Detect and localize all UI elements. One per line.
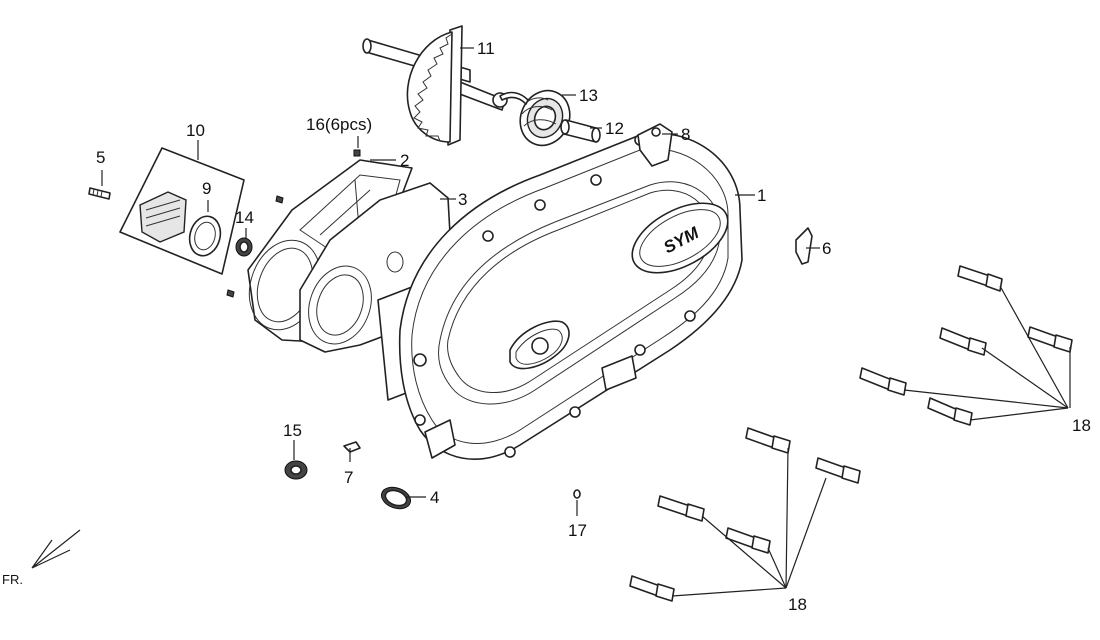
oil-seal-4 — [380, 486, 412, 510]
label-17: 17 — [568, 521, 587, 540]
washer-14 — [235, 237, 253, 257]
label-6: 6 — [822, 239, 831, 258]
label-5: 5 — [96, 148, 105, 167]
pin-5 — [88, 187, 111, 200]
clip-7 — [343, 441, 361, 453]
label-10: 10 — [186, 121, 205, 140]
dowel-pins-16 — [226, 149, 361, 298]
label-16: 16(6pcs) — [306, 115, 372, 134]
kick-spring — [499, 89, 571, 147]
o-ring-17 — [573, 489, 581, 499]
leader-lines — [101, 47, 1071, 597]
driven-gear-box — [119, 147, 245, 275]
transmission-cover: SYM — [377, 132, 743, 460]
label-11: 11 — [477, 39, 495, 58]
bolt — [815, 457, 861, 484]
label-12: 12 — [605, 119, 624, 138]
seal-15 — [284, 460, 308, 480]
label-3: 3 — [458, 190, 467, 209]
label-14: 14 — [235, 208, 254, 227]
bolt — [957, 265, 1003, 292]
label-7: 7 — [344, 468, 353, 487]
label-18-bottom: 18 — [788, 595, 807, 614]
part-labels: 1 2 3 4 5 6 7 8 9 10 11 12 13 14 15 16(6… — [96, 39, 1091, 614]
clip-6 — [795, 227, 813, 265]
label-18-right: 18 — [1072, 416, 1091, 435]
bolts-18-bottom — [629, 427, 861, 602]
kick-starter-gear — [406, 25, 463, 146]
label-2: 2 — [400, 151, 409, 170]
bolts-18-right — [859, 265, 1073, 426]
bolt — [1027, 326, 1073, 353]
bolt — [657, 495, 705, 522]
label-4: 4 — [430, 488, 439, 507]
bolt — [725, 527, 771, 554]
shaft-bush — [560, 119, 601, 143]
direction-label: FR. — [2, 572, 23, 587]
label-13: 13 — [579, 86, 598, 105]
label-9: 9 — [202, 179, 211, 198]
bolt — [629, 575, 675, 602]
label-15: 15 — [283, 421, 302, 440]
bolt — [939, 327, 987, 356]
bolt — [859, 367, 907, 396]
front-direction-arrow: FR. — [2, 529, 81, 587]
bolt — [745, 427, 791, 454]
label-8: 8 — [681, 125, 690, 144]
label-1: 1 — [757, 186, 766, 205]
bolt — [927, 397, 973, 426]
